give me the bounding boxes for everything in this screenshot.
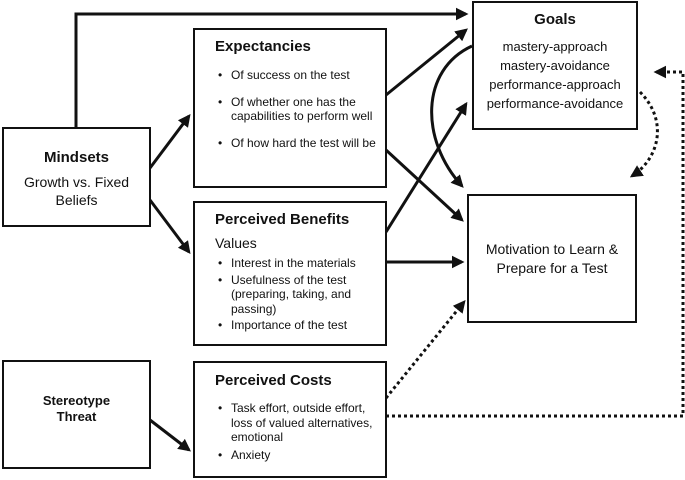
arrow-mindsets-to-benefits [148,199,191,255]
motivation-box: Motivation to Learn & Prepare for a Test [467,194,637,323]
mindsets-box: Mindsets Growth vs. Fixed Beliefs [2,127,151,227]
goals-item: performance-avoidance [486,96,624,111]
goals-box: Goals mastery-approach mastery-avoidance… [472,1,638,130]
stereotype-threat-title: Stereotype Threat [42,393,111,424]
arrow-stereotype-to-costs [149,418,191,452]
motivation-title: Motivation to Learn & Prepare for a Test [485,240,619,276]
arrow-benefits-to-goals [384,101,468,233]
expectancies-box: Expectancies Of success on the test Of w… [193,28,387,188]
costs-title: Perceived Costs [215,372,332,389]
list-item: Usefulness of the test (preparing, takin… [218,273,379,317]
benefits-list: Interest in the materials Usefulness of … [215,256,379,333]
arrow-mindsets-to-expectancies [148,113,191,169]
arrow-costs-to-motivation-dotted [384,300,466,399]
arrow-expectancies-to-motivation [384,148,464,222]
list-item: Anxiety [218,448,379,463]
expectancies-list: Of success on the test Of whether one ha… [215,68,379,150]
perceived-costs-box: Perceived Costs Task effort, outside eff… [193,361,387,478]
goals-item: mastery-approach [502,39,608,54]
arrow-goals-to-motivation [430,44,473,188]
mindsets-subtitle: Growth vs. Fixed Beliefs [23,174,130,208]
costs-list: Task effort, outside effort, loss of val… [215,401,379,462]
goals-item: performance-approach [489,77,621,92]
mindsets-title: Mindsets [43,149,109,166]
list-item: Of whether one has the capabilities to p… [218,95,379,124]
benefits-subtitle: Values [215,235,257,251]
perceived-benefits-box: Perceived Benefits Values Interest in th… [193,201,387,346]
list-item: Task effort, outside effort, loss of val… [218,401,379,445]
goals-title: Goals [534,11,576,28]
goals-item: mastery-avoidance [500,58,610,73]
list-item: Importance of the test [218,318,379,333]
list-item: Interest in the materials [218,256,379,271]
list-item: Of success on the test [218,68,379,83]
list-item: Of how hard the test will be [218,136,379,151]
expectancies-title: Expectancies [215,38,311,55]
stereotype-threat-box: Stereotype Threat [2,360,151,469]
arrow-expectancies-to-goals [385,28,468,97]
benefits-title: Perceived Benefits [215,211,350,228]
